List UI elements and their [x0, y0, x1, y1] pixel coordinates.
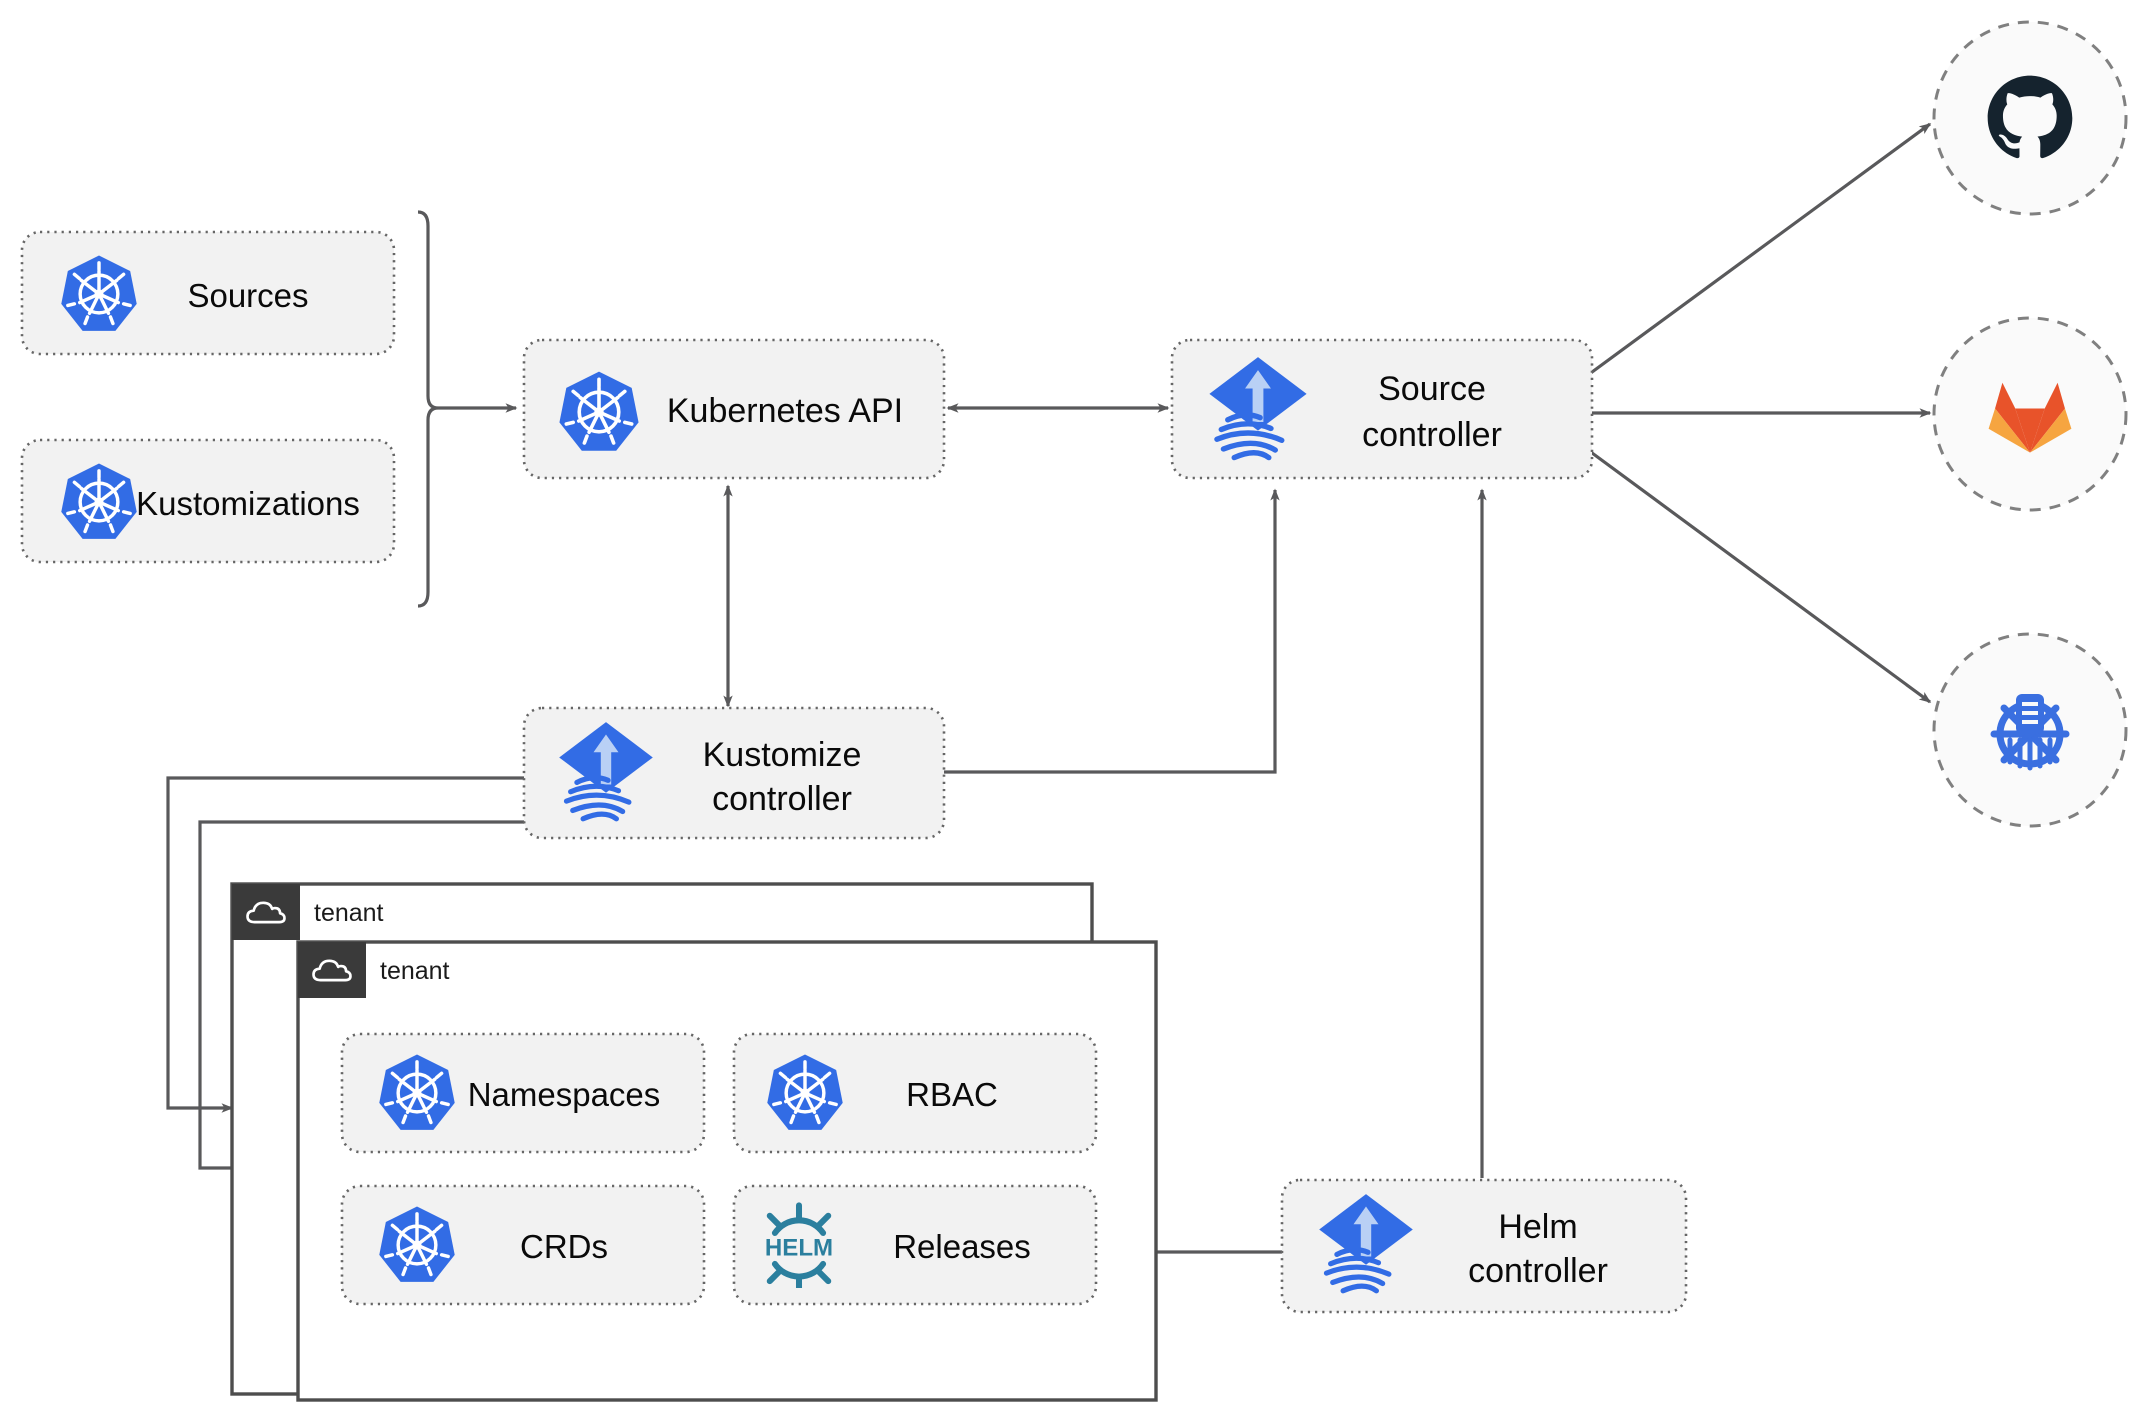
- source-controller-label-line2: controller: [1362, 416, 1502, 454]
- helm-icon: [765, 1205, 833, 1291]
- endpoint-helm-repository[interactable]: [1932, 632, 2128, 828]
- crds-label: CRDs: [520, 1228, 608, 1265]
- tenant-front-frame: [296, 940, 1158, 1402]
- helm-controller-label-line1: Helm: [1498, 1208, 1577, 1246]
- tenant-front-tab: [298, 942, 366, 998]
- kustomize-controller-label-line2: controller: [712, 780, 852, 818]
- node-namespaces[interactable]: Namespaces: [340, 1032, 706, 1154]
- node-helm-controller[interactable]: Helm controller: [1280, 1178, 1688, 1314]
- tenant-back-label: tenant: [314, 899, 384, 927]
- node-crds[interactable]: CRDs: [340, 1184, 706, 1306]
- node-releases[interactable]: Releases: [732, 1184, 1098, 1306]
- node-kustomizations[interactable]: Kustomizations: [20, 438, 396, 564]
- tenant-back-tab: [232, 884, 300, 940]
- edge-bracket-resources: [417, 210, 439, 608]
- releases-label: Releases: [893, 1228, 1031, 1265]
- tenant-front-label: tenant: [380, 957, 450, 985]
- node-rbac[interactable]: RBAC: [732, 1032, 1098, 1154]
- sources-label: Sources: [187, 277, 308, 314]
- edge-kustomize-to-source-controller: [938, 488, 1280, 774]
- edge-source-controller-to-github: [1587, 122, 1932, 377]
- node-kustomize-controller[interactable]: Kustomize controller: [522, 706, 946, 840]
- tenant-container-front[interactable]: tenant: [296, 940, 1158, 1402]
- node-kubernetes-api[interactable]: Kubernetes API: [522, 338, 946, 480]
- kustomizations-label: Kustomizations: [136, 485, 360, 522]
- rbac-label: RBAC: [906, 1076, 998, 1113]
- namespaces-label: Namespaces: [468, 1076, 661, 1113]
- kustomize-controller-label-line1: Kustomize: [703, 736, 862, 774]
- github-circle: [1932, 20, 2128, 216]
- source-controller-label-line1: Source: [1378, 370, 1486, 408]
- kubernetes-api-label: Kubernetes API: [667, 392, 903, 430]
- endpoint-gitlab[interactable]: [1932, 316, 2128, 512]
- helm-repository-icon: [1994, 694, 2066, 768]
- endpoint-github[interactable]: [1932, 20, 2128, 216]
- node-sources[interactable]: Sources: [20, 230, 396, 356]
- kubernetes-api-box: [522, 338, 946, 480]
- node-source-controller[interactable]: Source controller: [1170, 338, 1594, 480]
- edge-source-controller-to-helm-repository: [1587, 448, 1932, 704]
- helm-controller-label-line2: controller: [1468, 1252, 1608, 1290]
